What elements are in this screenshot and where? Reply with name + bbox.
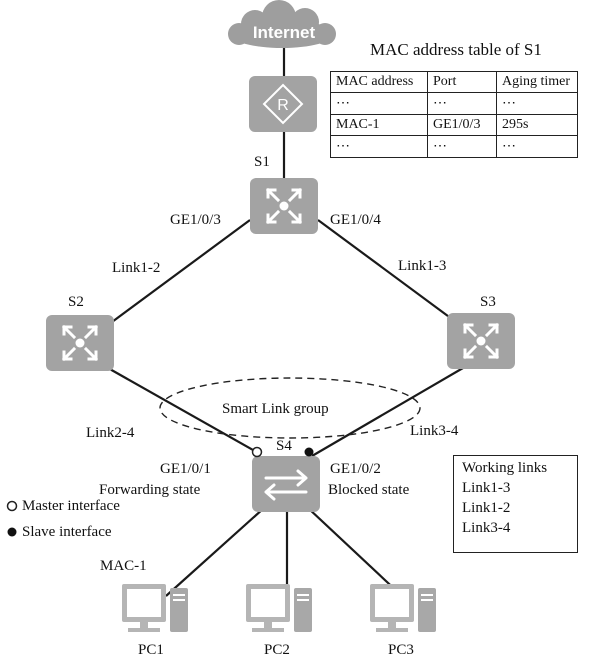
mac1-label: MAC-1 [100, 558, 147, 574]
table-cell: ⋯ [427, 135, 497, 158]
working-link-item: Link1-3 [462, 480, 511, 496]
blocked-state-label: Blocked state [328, 482, 410, 498]
s1-port-left-label: GE1/0/3 [170, 212, 221, 228]
working-links-box: Working links Link1-3 Link1-2 Link3-4 [453, 455, 578, 553]
slave-legend-marker [7, 527, 17, 537]
switch-s3-icon [447, 313, 515, 369]
pc2-label: PC2 [264, 642, 290, 658]
table-cell: ⋯ [496, 92, 578, 115]
table-cell: 295s [496, 114, 578, 136]
pc2-icon [246, 584, 312, 632]
table-row: ⋯ ⋯ ⋯ [330, 135, 578, 158]
link2-4-label: Link2-4 [86, 425, 135, 441]
mac-table-title: MAC address table of S1 [370, 40, 542, 59]
s4-master-interface-marker [251, 446, 263, 458]
table-cell: ⋯ [427, 92, 497, 115]
link-s4-pc3 [307, 507, 403, 597]
link2-4-line [107, 367, 261, 455]
link3-4-line [311, 367, 464, 457]
link1-2-line [111, 219, 251, 323]
table-header: MAC address [330, 71, 428, 93]
working-link-item: Link1-2 [462, 500, 511, 516]
table-cell: GE1/0/3 [427, 114, 497, 136]
s4-port-right-label: GE1/0/2 [330, 461, 381, 477]
internet-cloud [228, 0, 336, 48]
table-header: Aging timer [496, 71, 578, 93]
router-glyph: R [277, 97, 289, 114]
link-s4-pc1 [165, 507, 265, 597]
table-cell: ⋯ [496, 135, 578, 158]
switch-s4-icon [252, 456, 320, 512]
master-interface-legend: Master interface [22, 498, 120, 514]
table-header: Port [427, 71, 497, 93]
s2-label: S2 [68, 294, 84, 310]
table-header-row: MAC address Port Aging timer [330, 71, 578, 93]
s1-port-right-label: GE1/0/4 [330, 212, 381, 228]
table-row: MAC-1 GE1/0/3 295s [330, 114, 578, 136]
s4-label: S4 [276, 438, 292, 454]
router-icon: R [249, 76, 317, 132]
link3-4-label: Link3-4 [410, 423, 459, 439]
table-cell: MAC-1 [330, 114, 428, 136]
link1-2-label: Link1-2 [112, 260, 161, 276]
s3-label: S3 [480, 294, 496, 310]
working-link-item: Link3-4 [462, 520, 511, 536]
smart-link-group-ellipse [159, 377, 421, 439]
pc3-label: PC3 [388, 642, 414, 658]
switch-s1-icon [250, 178, 318, 234]
switch-s2-icon [46, 315, 114, 371]
pc3-icon [370, 584, 436, 632]
s4-port-left-label: GE1/0/1 [160, 461, 211, 477]
working-links-title: Working links [462, 460, 548, 476]
table-cell: ⋯ [330, 135, 428, 158]
link1-3-line [317, 219, 457, 323]
smart-link-group-label: Smart Link group [220, 401, 331, 417]
forwarding-state-label: Forwarding state [99, 482, 201, 498]
pc1-icon [122, 584, 188, 632]
table-cell: ⋯ [330, 92, 428, 115]
master-legend-marker [6, 500, 18, 512]
table-row: ⋯ ⋯ ⋯ [330, 92, 578, 115]
link1-3-label: Link1-3 [398, 258, 447, 274]
pc1-label: PC1 [138, 642, 164, 658]
s1-label: S1 [254, 154, 270, 170]
mac-address-table: MAC address Port Aging timer ⋯ ⋯ ⋯ MAC-1… [330, 71, 578, 158]
slave-interface-legend: Slave interface [22, 524, 112, 540]
internet-label: Internet [253, 23, 316, 42]
s4-slave-interface-marker [304, 447, 314, 457]
